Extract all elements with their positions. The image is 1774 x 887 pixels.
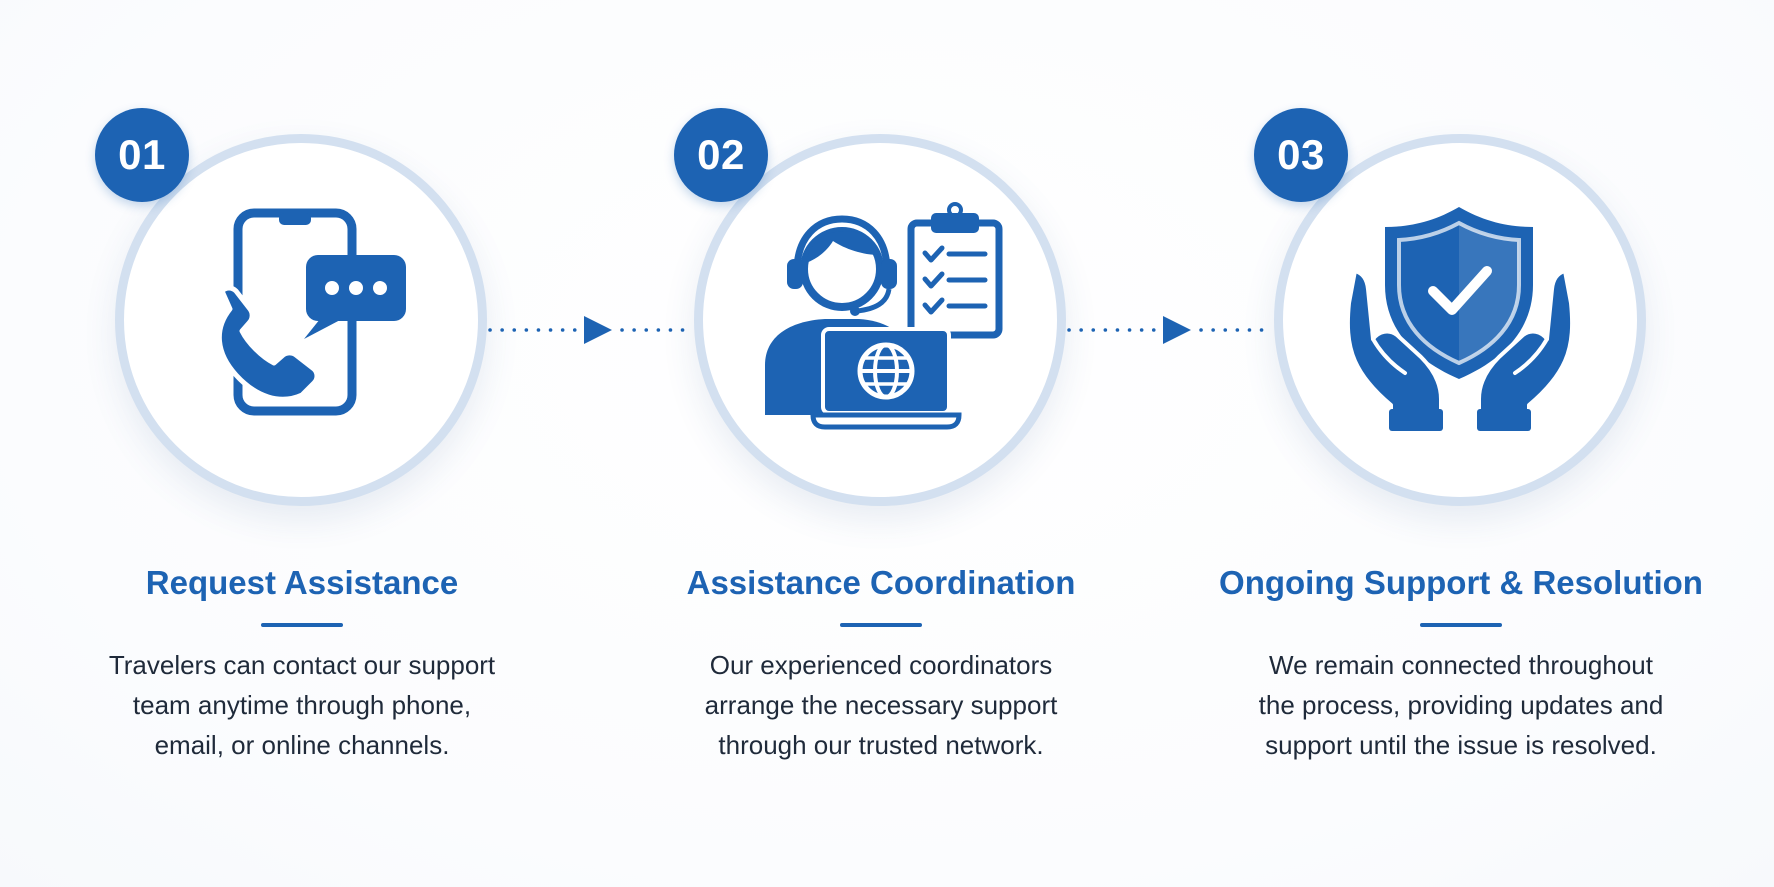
step-2-title-underline [840, 623, 922, 627]
step-3-title: Ongoing Support & Resolution [1219, 564, 1703, 601]
step-3-description-line: the process, providing updates and [1258, 690, 1664, 720]
agent-headset-laptop-checklist-icon [765, 202, 1003, 430]
step-1-title: Request Assistance [145, 564, 459, 601]
step-2: 02 Assistance Coordination Our experienc… [601, 0, 1161, 887]
smartphone-chat-phone-icon [216, 208, 406, 416]
step-1-description-line: email, or online channels. [154, 730, 450, 760]
step-3: 03 Ongoing Support & Resolution We remai… [1181, 0, 1741, 887]
step-3-icon-circle [1274, 134, 1646, 506]
step-1: 01 Request Assistance Travelers can cont… [22, 0, 582, 887]
hands-shield-check-icon [1345, 207, 1575, 431]
step-2-description: Our experienced coordinators arrange the… [601, 645, 1161, 765]
step-1-icon-circle [115, 134, 487, 506]
step-2-description-line: Our experienced coordinators [709, 650, 1053, 680]
step-1-description-line: Travelers can contact our support [108, 650, 496, 680]
step-3-description: We remain connected throughout the proce… [1181, 645, 1741, 765]
step-2-description-line: through our trusted network. [718, 730, 1044, 760]
dotted-arrow-right-icon [488, 316, 688, 344]
step-3-description-line: We remain connected throughout [1269, 650, 1653, 680]
dotted-arrow-right-icon [1067, 316, 1267, 344]
step-2-description-line: arrange the necessary support [704, 690, 1058, 720]
step-1-description: Travelers can contact our support team a… [22, 645, 582, 765]
step-2-icon-circle [694, 134, 1066, 506]
step-3-number-badge: 03 [1254, 108, 1348, 202]
step-1-description-line: team anytime through phone, [132, 690, 472, 720]
step-1-number-badge: 01 [95, 108, 189, 202]
step-1-title-underline [261, 623, 343, 627]
step-2-title: Assistance Coordination [686, 564, 1076, 601]
step-3-description-line: support until the issue is resolved. [1265, 730, 1657, 760]
step-2-number-badge: 02 [674, 108, 768, 202]
step-3-title-underline [1420, 623, 1502, 627]
